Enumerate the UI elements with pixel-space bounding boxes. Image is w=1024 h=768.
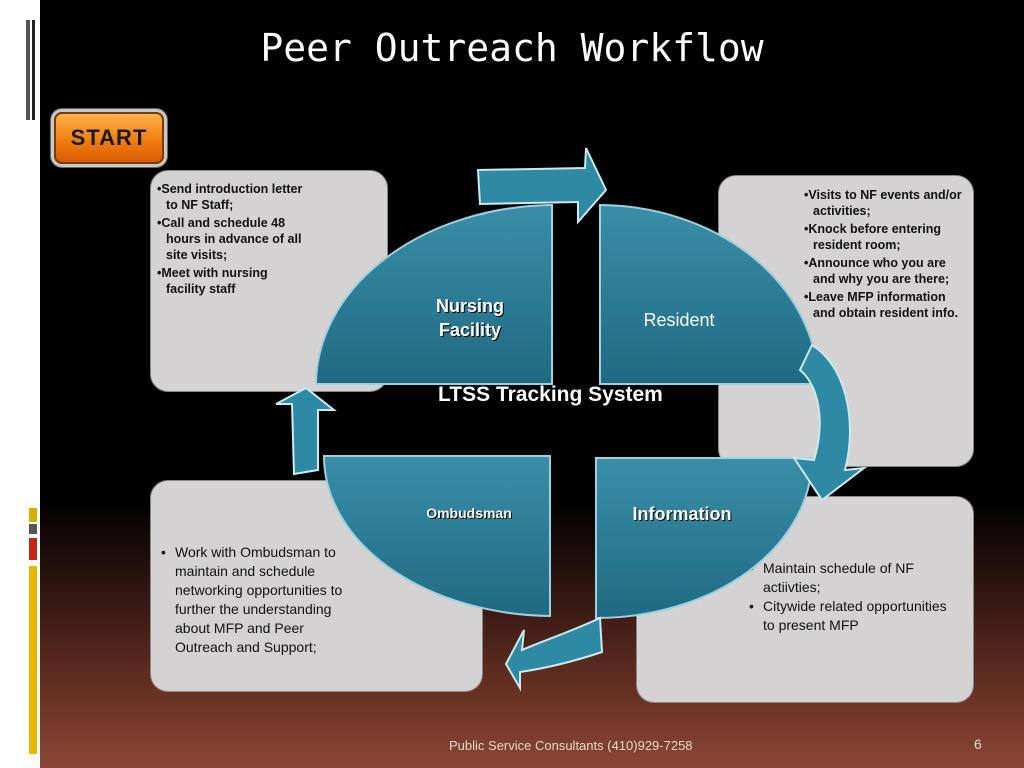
list-item: Citywide related opportunities to presen… bbox=[749, 597, 949, 635]
arrow-right bbox=[791, 343, 868, 502]
page-number: 6 bbox=[974, 736, 982, 752]
decorative-bar bbox=[29, 524, 37, 534]
decorative-bar bbox=[29, 508, 37, 522]
list-item: •Knock before entering resident room; bbox=[804, 222, 942, 252]
list-item: •Leave MFP information and obtain reside… bbox=[804, 290, 959, 320]
label-ombudsman: Ombudsman bbox=[426, 505, 512, 521]
decorative-bar bbox=[26, 20, 30, 120]
decorative-bar bbox=[32, 20, 35, 120]
label-information: Information bbox=[632, 504, 732, 524]
label-nursing-facility: Nursing Facility bbox=[435, 296, 504, 340]
footer-text: Public Service Consultants (410)929-7258 bbox=[449, 738, 693, 753]
arrow-bottom bbox=[504, 616, 604, 692]
list-item: •Call and schedule 48 hours in advance o… bbox=[157, 216, 302, 262]
arrow-top bbox=[476, 147, 608, 225]
center-label: LTSS Tracking System bbox=[438, 383, 663, 406]
start-button[interactable]: START bbox=[54, 112, 164, 164]
list-item: •Send introduction letter to NF Staff; bbox=[157, 182, 303, 212]
quadrant-nursing-facility[interactable] bbox=[314, 203, 553, 385]
decorative-bar bbox=[29, 566, 37, 754]
label-resident: Resident bbox=[643, 310, 715, 330]
quadrant-ombudsman[interactable] bbox=[322, 455, 551, 618]
list-item: •Visits to NF events and/or activities; bbox=[804, 188, 962, 218]
arrow-left bbox=[275, 386, 337, 476]
list-item: •Announce who you are and why you are th… bbox=[804, 256, 950, 286]
quadrant-resident[interactable] bbox=[599, 203, 820, 385]
decorative-bar bbox=[29, 538, 37, 560]
list-item: •Meet with nursing facility staff bbox=[157, 266, 268, 296]
quadrant-information[interactable] bbox=[595, 457, 814, 620]
page-title: Peer Outreach Workflow bbox=[260, 26, 764, 70]
list-item: Work with Ombudsman to maintain and sche… bbox=[161, 543, 361, 657]
